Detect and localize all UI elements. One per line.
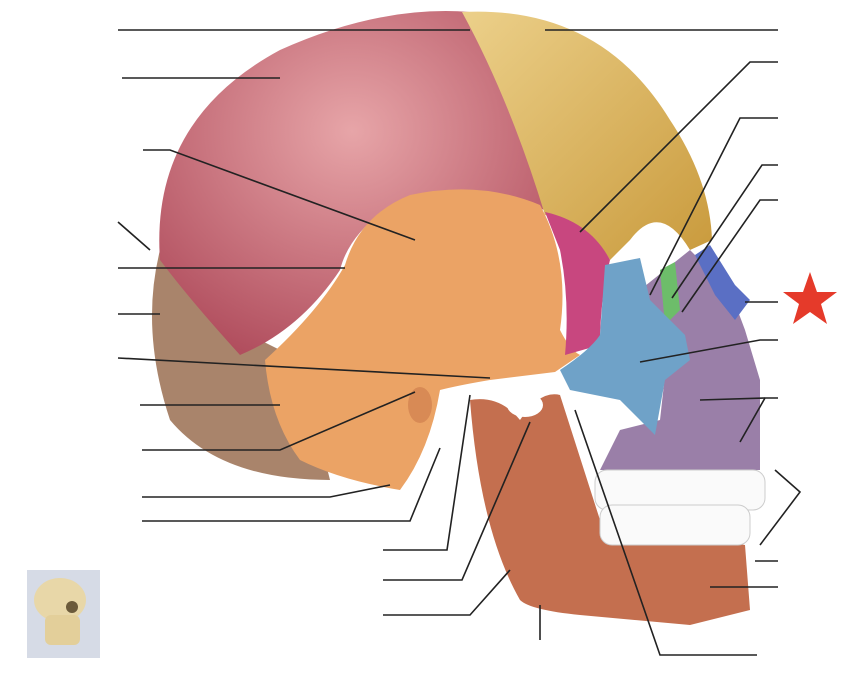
mandibular-notch xyxy=(507,393,543,417)
sphenoid-bone xyxy=(545,212,610,355)
external-acoustic-meatus xyxy=(408,387,432,423)
skull-thumbnail xyxy=(27,570,100,658)
lacrimal-bone xyxy=(660,262,680,325)
nasal-bone xyxy=(695,245,750,320)
zygomatic-bone xyxy=(560,258,690,435)
parietal-bone xyxy=(159,11,546,356)
leader-lines xyxy=(117,29,802,656)
temporal-bone xyxy=(265,189,580,490)
teeth xyxy=(594,469,766,546)
frontal-bone xyxy=(462,11,712,261)
mandible-bone xyxy=(470,394,750,625)
star-icon xyxy=(783,272,837,324)
